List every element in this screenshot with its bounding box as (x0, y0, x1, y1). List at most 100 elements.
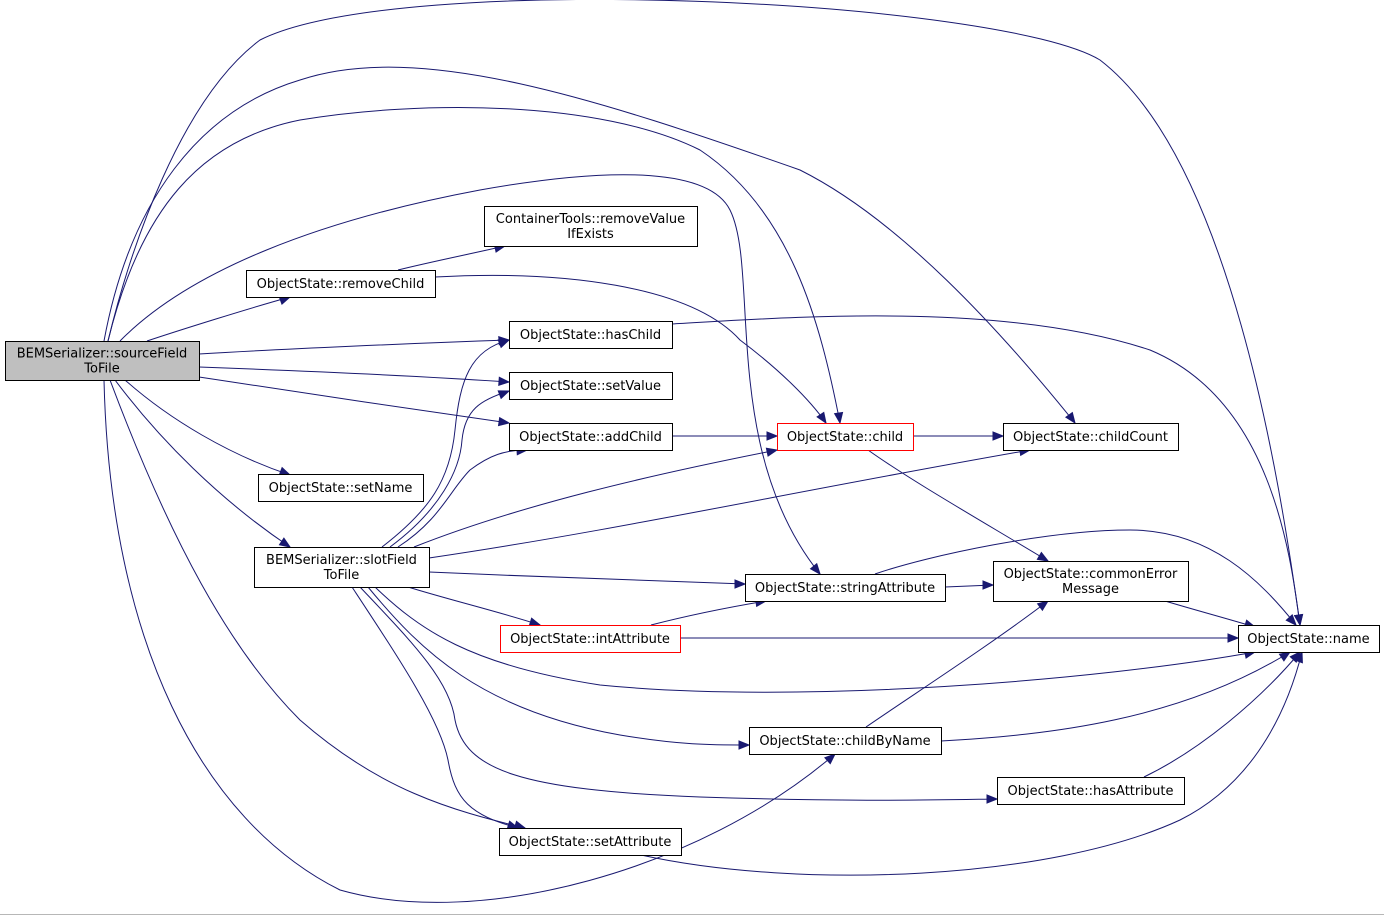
edge-line (351, 586, 519, 829)
edge-line (107, 107, 841, 424)
call-edge (428, 571, 747, 589)
edge-line (103, 379, 836, 903)
edge-arrowhead (766, 431, 779, 441)
node-box (246, 270, 436, 298)
edge-line (119, 174, 821, 575)
call-edge (865, 600, 1050, 728)
call-edge (146, 296, 292, 342)
call-edges (103, 0, 1304, 903)
node-label: IfExists (567, 227, 614, 242)
node-box (509, 321, 673, 349)
edge-line (874, 529, 1297, 626)
node-label: ObjectState::hasAttribute (1008, 784, 1174, 799)
edge-arrowhead (498, 376, 511, 386)
call-edge (1143, 651, 1301, 778)
call-edge (107, 107, 844, 425)
node-label: ObjectState::commonError (1004, 567, 1178, 582)
node-os-hasattribute[interactable]: ObjectState::hasAttribute (997, 777, 1185, 805)
node-os-setattribute[interactable]: ObjectState::setAttribute (499, 828, 682, 856)
node-label: BEMSerializer::slotField (266, 553, 417, 568)
node-os-setvalue[interactable]: ObjectState::setValue (509, 372, 673, 400)
node-box (993, 561, 1189, 602)
node-os-addchild[interactable]: ObjectState::addChild (509, 423, 673, 451)
node-label: ObjectState::setValue (520, 379, 661, 394)
call-edge (114, 379, 292, 548)
node-label: ObjectState::child (787, 430, 903, 445)
edge-line (146, 296, 291, 342)
edge-arrowhead (1064, 411, 1076, 425)
node-box (484, 206, 698, 247)
node-label: ContainerTools::removeValue (496, 212, 685, 227)
call-edge (198, 336, 511, 355)
call-edge (198, 376, 511, 427)
node-box (1003, 423, 1179, 451)
call-edge (672, 431, 779, 441)
edge-line (413, 449, 778, 548)
edge-line (397, 449, 528, 548)
edge-arrowhead (528, 617, 542, 627)
edge-arrowhead (1227, 633, 1240, 643)
node-box (777, 423, 914, 451)
edge-line (389, 390, 510, 548)
call-edge (407, 586, 542, 627)
edge-line (671, 315, 1301, 626)
node-os-intattribute[interactable]: ObjectState::intAttribute (500, 625, 681, 653)
node-label: ToFile (83, 362, 119, 377)
call-edge (359, 586, 999, 804)
node-os-childbyname[interactable]: ObjectState::childByName (749, 727, 942, 755)
node-label: ToFile (323, 568, 359, 583)
node-os-child[interactable]: ObjectState::child (777, 423, 914, 451)
call-edge (940, 651, 1292, 742)
node-label: ObjectState::name (1247, 632, 1369, 647)
call-edge (103, 379, 837, 903)
call-edge (397, 243, 507, 271)
node-box (500, 625, 681, 653)
edge-line (107, 0, 1301, 626)
edge-line (650, 600, 767, 626)
edge-line (640, 651, 1303, 876)
edge-arrowhead (833, 411, 844, 425)
node-os-setname[interactable]: ObjectState::setName (258, 474, 424, 502)
node-os-haschild[interactable]: ObjectState::hasChild (509, 321, 673, 349)
node-label: ObjectState::intAttribute (510, 632, 670, 647)
edge-line (1143, 651, 1301, 778)
node-label: ObjectState::addChild (519, 430, 662, 445)
edge-line (428, 449, 1031, 559)
node-os-name[interactable]: ObjectState::name (1238, 625, 1380, 653)
node-label: ObjectState::setAttribute (509, 835, 672, 850)
node-label: ObjectState::stringAttribute (755, 581, 935, 596)
node-os-childcount[interactable]: ObjectState::childCount (1003, 423, 1179, 451)
call-edge (124, 379, 292, 476)
edge-line (940, 651, 1291, 742)
edge-line (407, 586, 541, 626)
call-edge (867, 449, 1050, 562)
edge-line (103, 66, 1076, 424)
edge-line (198, 366, 510, 383)
node-label: ObjectState::childCount (1013, 430, 1168, 445)
edge-line (124, 379, 291, 476)
node-os-stringattribute[interactable]: ObjectState::stringAttribute (745, 574, 946, 602)
node-box (5, 341, 200, 381)
edge-arrowhead (982, 580, 995, 590)
edge-arrowhead (809, 562, 821, 576)
call-edge (367, 586, 751, 750)
edge-line (397, 245, 506, 271)
node-label: ObjectState::removeChild (257, 277, 425, 292)
edge-arrowhead (1036, 551, 1050, 562)
edge-arrowhead (497, 339, 511, 349)
call-edge (103, 66, 1076, 425)
edge-line (198, 376, 510, 424)
node-os-removechild[interactable]: ObjectState::removeChild (246, 270, 436, 298)
call-edge (198, 366, 511, 386)
node-box (254, 547, 430, 588)
call-edge (413, 447, 779, 548)
node-box (749, 727, 942, 755)
node-label: BEMSerializer::sourceField (17, 347, 188, 362)
node-box (509, 423, 673, 451)
call-edge (680, 633, 1240, 643)
edge-arrowhead (816, 411, 827, 425)
